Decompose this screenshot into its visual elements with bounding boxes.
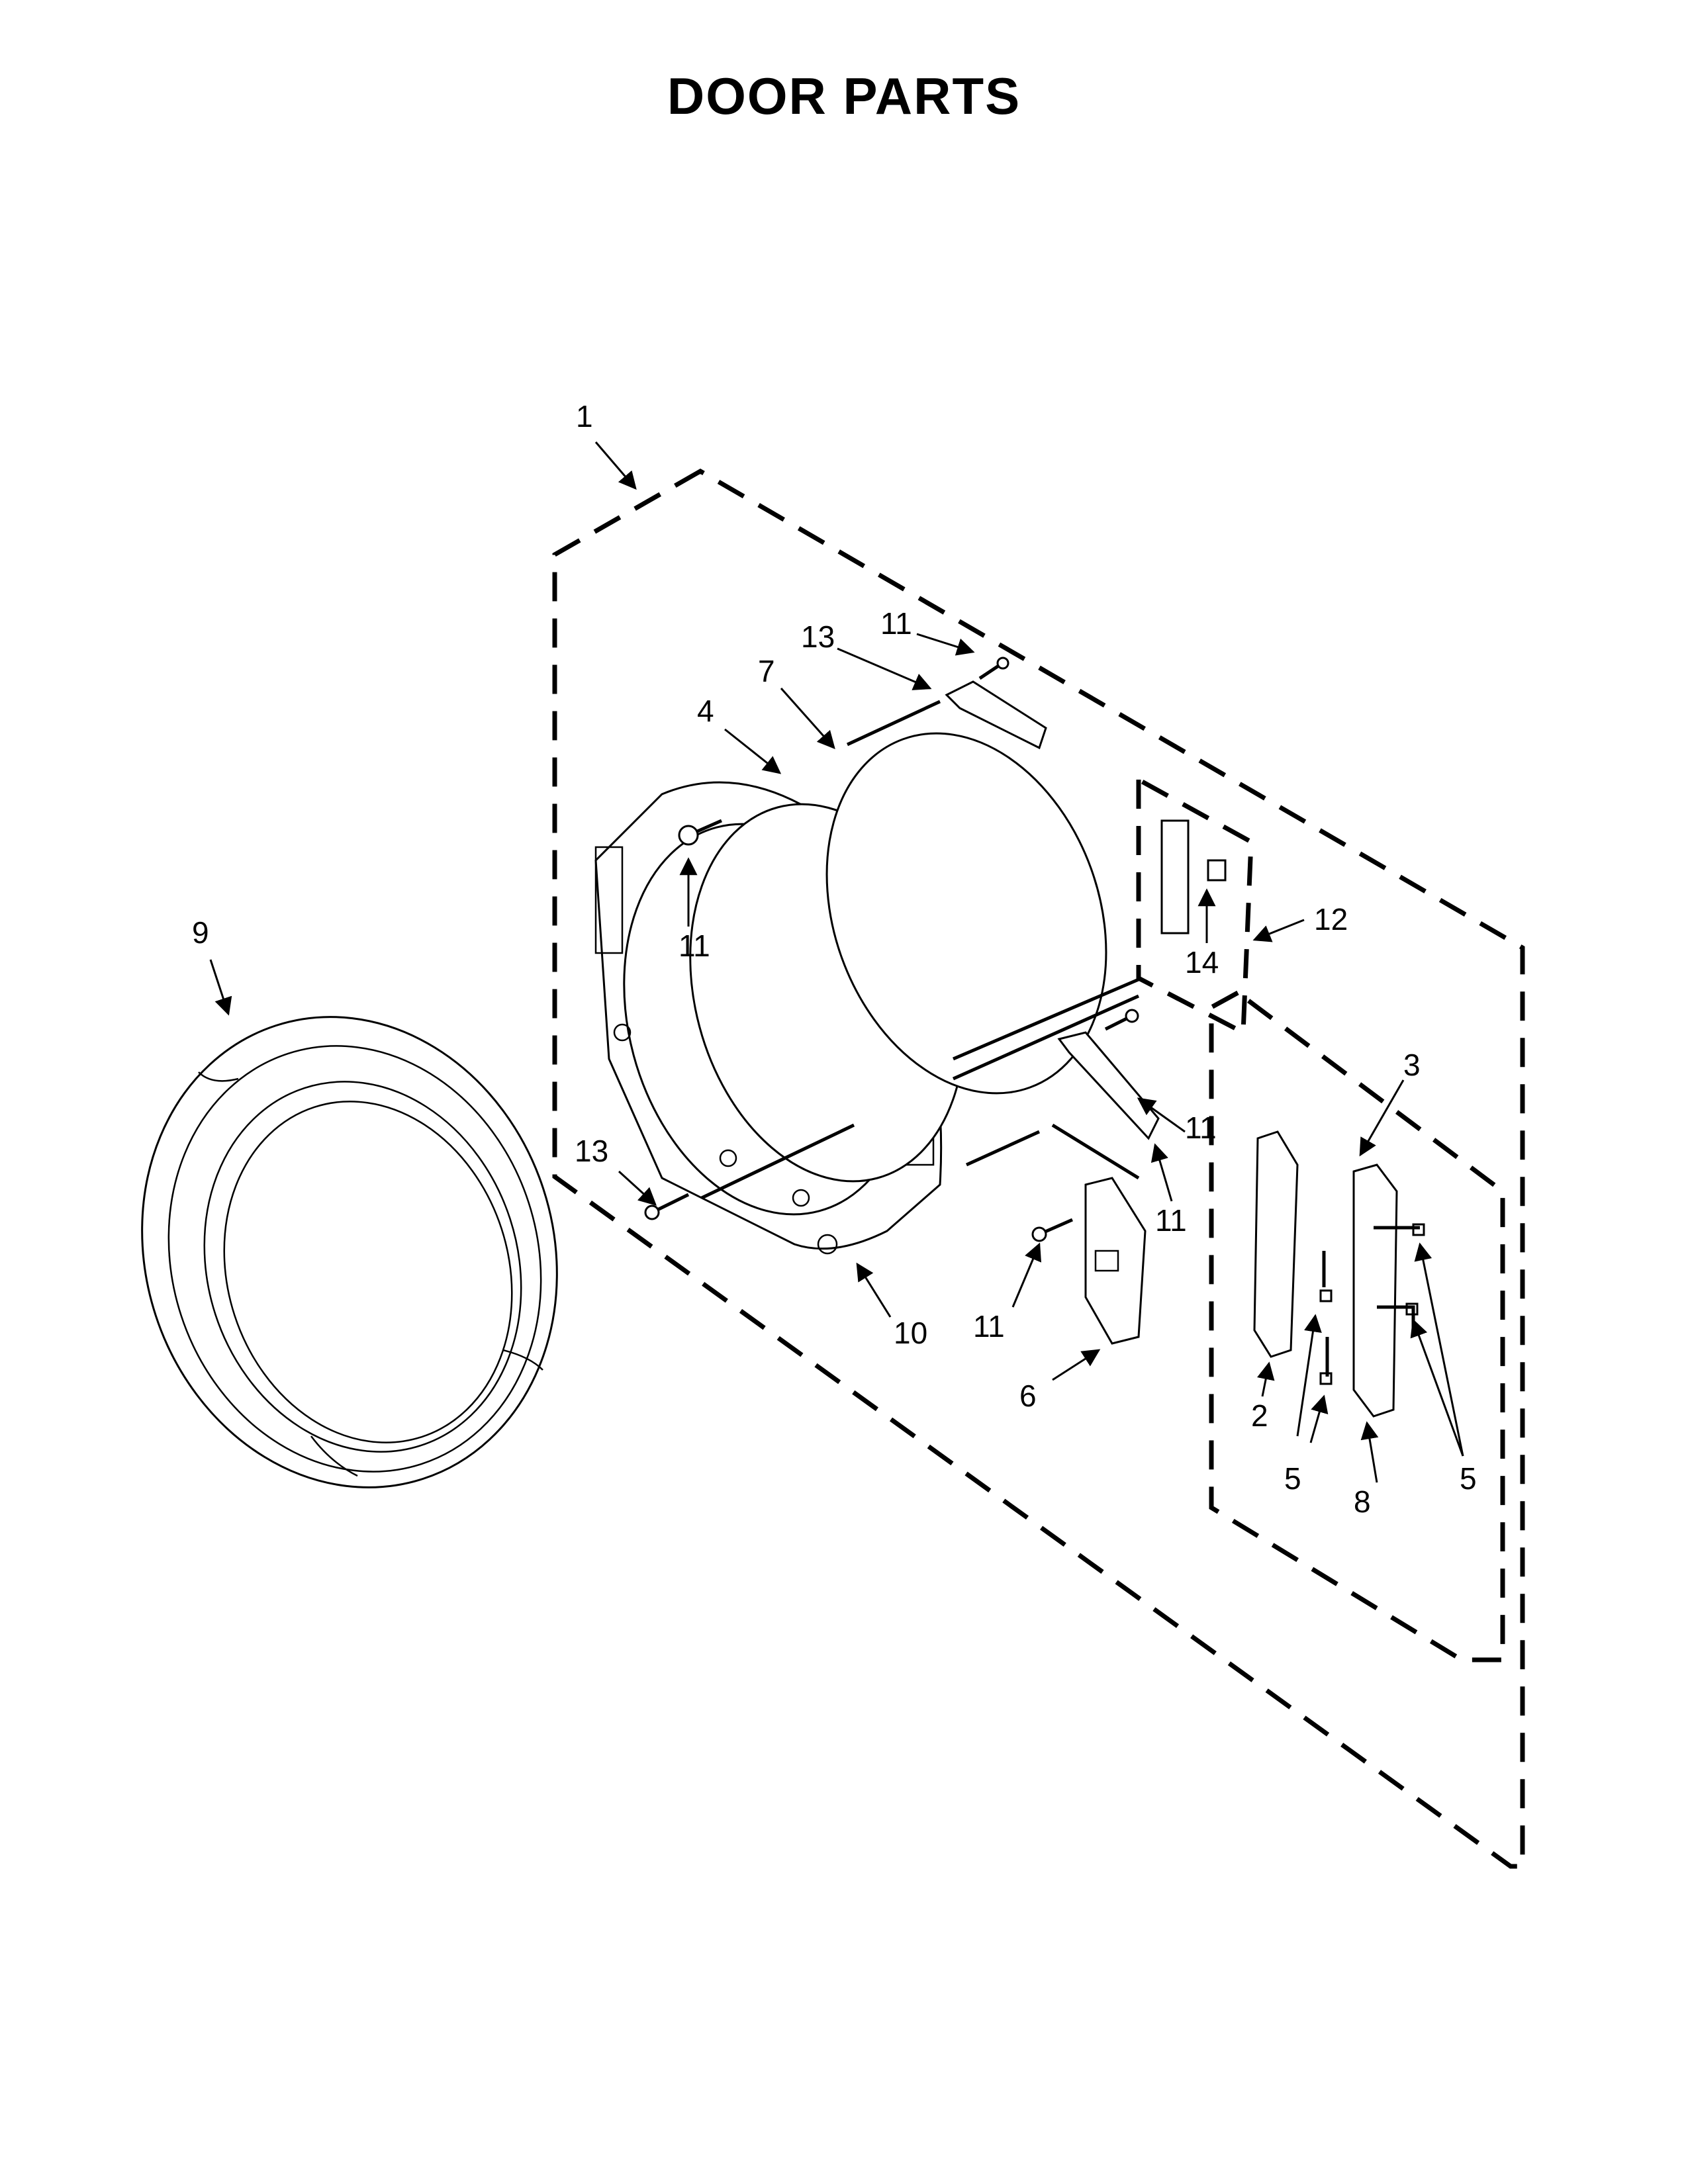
leader-arrow: [1137, 1097, 1186, 1133]
callout-13: 11: [1155, 1203, 1187, 1238]
door-strike-plate: [1084, 1177, 1147, 1345]
lock-switch: [1207, 859, 1227, 882]
assembly-connector-line: [846, 700, 941, 747]
door-glass: [825, 732, 1107, 1095]
callout-5: 5: [1284, 1461, 1301, 1496]
callout-4: 4: [697, 694, 714, 728]
leader-arrow: [1360, 1421, 1379, 1483]
assembly-connector-line: [700, 1123, 855, 1200]
screw: [1104, 1009, 1139, 1031]
lock-assembly-plate: [1160, 819, 1190, 934]
leader-arrow: [1256, 1361, 1275, 1397]
callout-3: 3: [1403, 1048, 1421, 1082]
callout-5: 5: [1460, 1461, 1477, 1496]
callout-10: 10: [894, 1316, 927, 1350]
callout-13: 13: [801, 619, 835, 654]
leader-arrow: [1252, 919, 1305, 942]
screw: [1031, 1218, 1074, 1242]
leader-arrow: [1011, 1242, 1042, 1308]
screw: [978, 657, 1009, 680]
callout-11: 13: [575, 1134, 608, 1168]
callout-11: 11: [1185, 1111, 1217, 1145]
assembly-1-boundary: [552, 468, 1525, 1869]
callout-11: 11: [679, 929, 710, 963]
assembly-connector-line: [965, 1130, 1041, 1167]
callout-1: 1: [576, 399, 593, 433]
leader-arrow: [618, 1170, 657, 1206]
callout-7: 7: [758, 654, 775, 688]
hinge-bracket-bottom: [1057, 1031, 1160, 1140]
callout-11: 11: [973, 1309, 1005, 1343]
callout-8: 8: [1354, 1484, 1371, 1519]
callout-11: 11: [880, 606, 912, 641]
leader-arrow: [1052, 1349, 1101, 1381]
leader-arrow: [837, 647, 932, 690]
leader-arrow: [916, 633, 975, 656]
callout-2: 2: [1251, 1398, 1268, 1433]
leader-arrow: [1414, 1242, 1464, 1457]
screw: [678, 819, 723, 846]
hinge-bushing: [1319, 1289, 1333, 1302]
hinge-bushing: [1412, 1223, 1425, 1236]
leader-arrow: [724, 728, 782, 774]
leader-arrow: [1309, 1394, 1329, 1443]
callout-6: 6: [1019, 1379, 1037, 1413]
door-hinge: [1352, 1163, 1398, 1418]
leader-arrow: [856, 1262, 892, 1318]
callout-12: 12: [1314, 902, 1348, 936]
callout-9: 9: [192, 915, 209, 950]
leader-arrow: [780, 688, 835, 750]
leader-arrow: [1410, 1318, 1464, 1457]
assembly-connector-line: [1322, 1226, 1420, 1377]
screw: [644, 1193, 690, 1220]
leader-arrow: [1150, 1143, 1173, 1202]
page-title: DOOR PARTS: [667, 67, 1021, 125]
assembly-connector-line: [953, 978, 1139, 1061]
assembly-connector-line: [1051, 1123, 1140, 1180]
hinge-plate: [1253, 1130, 1299, 1358]
leader-arrow: [1359, 1079, 1405, 1157]
assembly-connector-line: [952, 994, 1140, 1081]
outer-door-ring: [141, 1016, 558, 1488]
leader-arrow: [594, 441, 637, 490]
hinge-bracket-top: [945, 680, 1047, 750]
callout-14: 14: [1185, 945, 1219, 979]
leader-arrow: [209, 959, 232, 1016]
leader-arrow: [1296, 1314, 1322, 1437]
